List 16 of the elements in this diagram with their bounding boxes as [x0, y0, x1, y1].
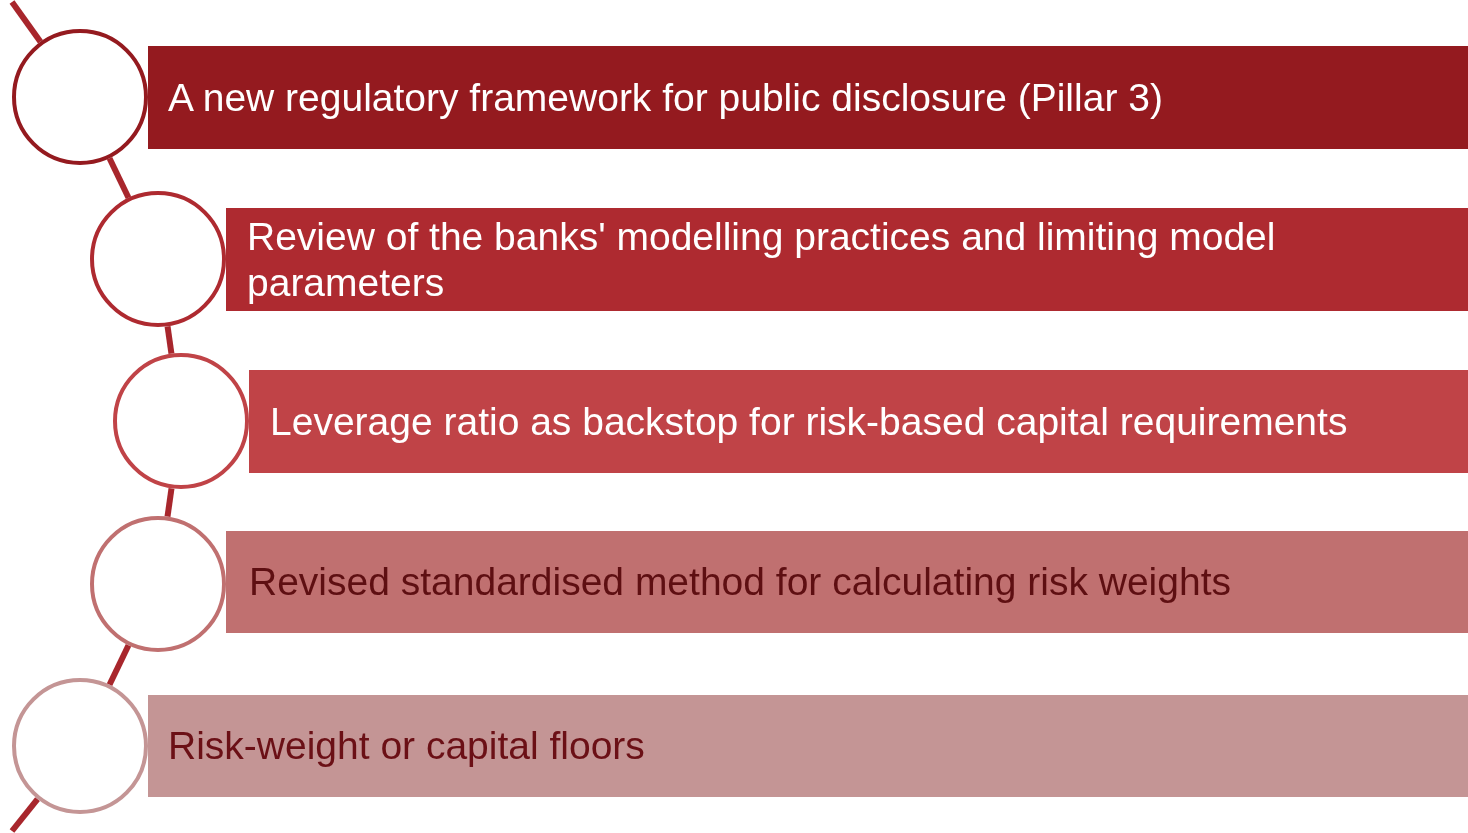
list-bar	[226, 531, 1468, 633]
list-bar	[249, 370, 1468, 473]
connector-line	[164, 325, 175, 355]
connector-line	[106, 643, 132, 687]
item-text: Revised standardised method for calculating risk weights	[249, 559, 1231, 605]
list-bar	[226, 208, 1468, 311]
connector-line	[9, 0, 43, 44]
connector-line	[9, 797, 40, 833]
item-text: A new regulatory framework for public disclosure (Pillar 3)	[168, 74, 1163, 121]
list-bar	[148, 695, 1468, 797]
item-text: Leverage ratio as backstop for risk-based capital requirements	[270, 398, 1348, 445]
connector-line	[164, 487, 175, 518]
item-text: Risk-weight or capital floors	[168, 723, 645, 769]
connector-line	[106, 156, 132, 200]
item-text: Review of the banks' modelling practices and limiting model parameters	[247, 213, 1277, 306]
list-bar	[148, 46, 1468, 149]
